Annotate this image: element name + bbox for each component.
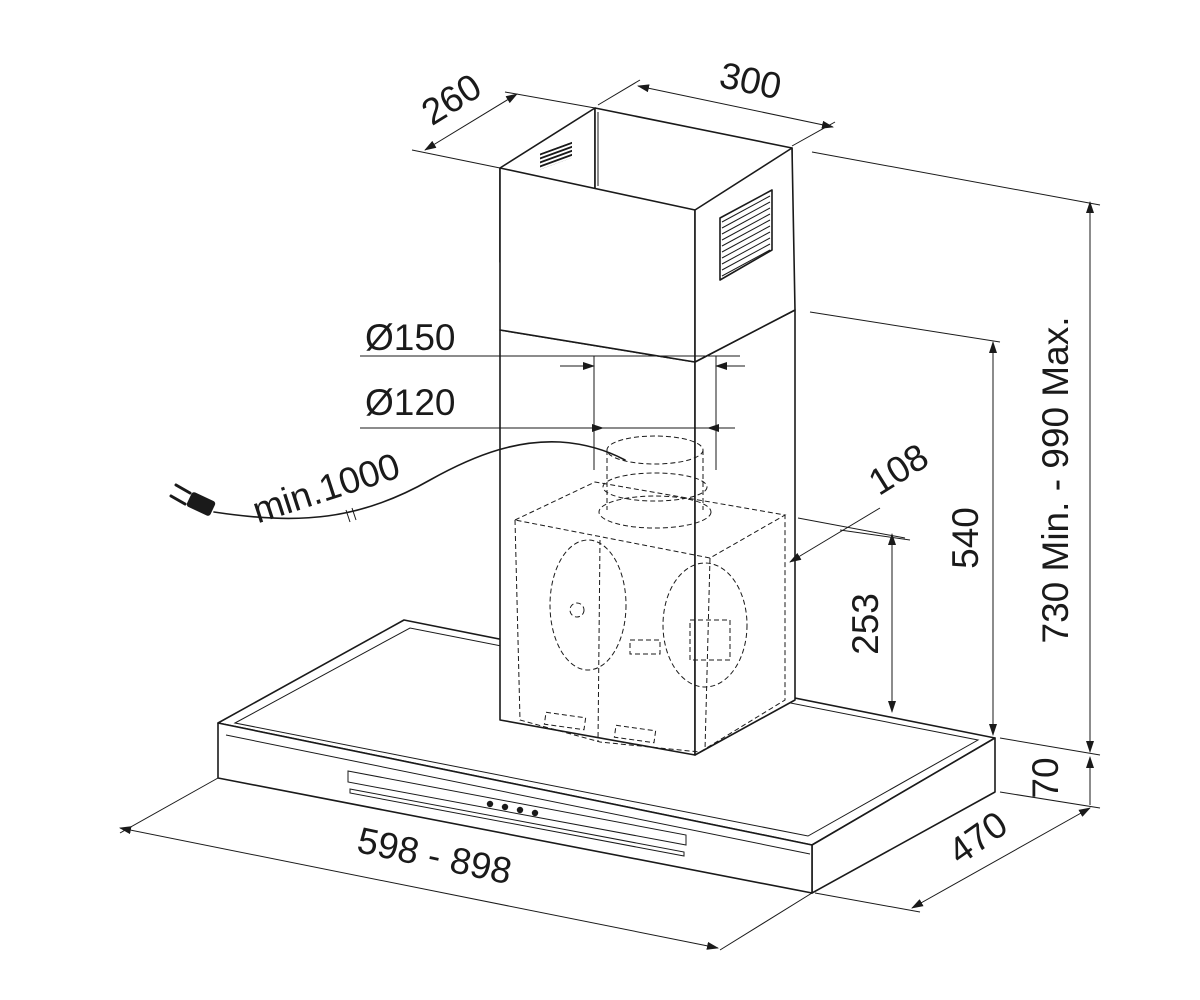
power-cable	[213, 440, 626, 523]
motor-housing	[513, 435, 787, 753]
button-4[interactable]	[531, 809, 539, 817]
label-chimney-width: 300	[716, 54, 785, 107]
label-chimney-depth: 260	[414, 66, 488, 133]
chimney	[499, 107, 796, 756]
lower-chimney-side	[694, 309, 796, 756]
cable-line	[213, 440, 626, 520]
upper-chimney-side	[694, 147, 796, 363]
dim-outlet-150: Ø150	[360, 317, 745, 470]
collar-mid	[602, 472, 708, 502]
label-outlet-150: Ø150	[365, 317, 456, 358]
label-outlet-120: Ø120	[365, 382, 456, 423]
label-motor-height: 540	[945, 507, 986, 569]
side-vent-grille	[719, 189, 773, 281]
dim-outlet-120: Ø120	[360, 382, 735, 432]
power-plug-icon	[169, 483, 216, 516]
dim-canopy-thickness: 70	[999, 737, 1101, 809]
canopy-top-inset	[233, 627, 980, 837]
button-1[interactable]	[486, 800, 494, 808]
motor-body	[514, 515, 786, 753]
dim-motor-height: 540	[809, 311, 1001, 736]
button-2[interactable]	[501, 803, 509, 811]
label-outlet-offset: 108	[861, 436, 935, 503]
dim-total-height: 730 Min. - 990 Max.	[811, 151, 1101, 753]
label-total-height: 730 Min. - 990 Max.	[1035, 317, 1076, 644]
fan-right	[662, 562, 748, 688]
inner-vent-grille	[540, 141, 572, 170]
button-3[interactable]	[516, 806, 524, 814]
label-plug-height: 253	[845, 593, 886, 655]
label-canopy-thickness: 70	[1025, 757, 1066, 798]
dim-plug-height: 253	[839, 529, 911, 713]
fan-left	[549, 539, 627, 671]
dim-outlet-offset: 108	[789, 436, 935, 563]
label-cable-length: min.1000	[247, 445, 404, 531]
collar-bottom	[598, 495, 712, 529]
control-buttons[interactable]	[486, 800, 539, 817]
